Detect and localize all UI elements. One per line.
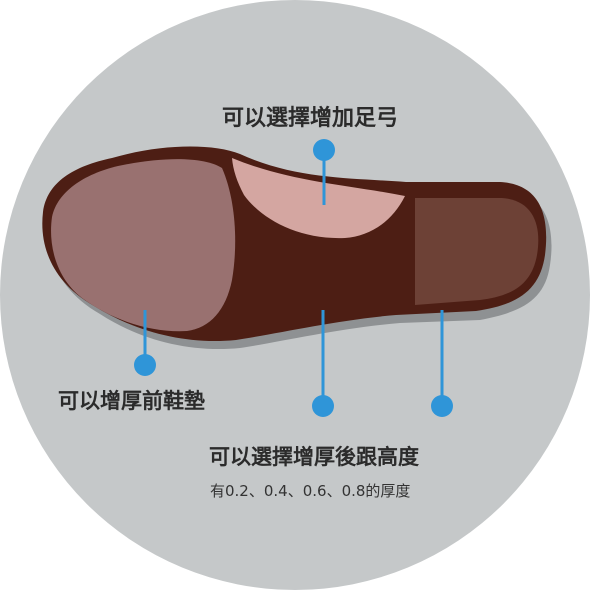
heel-back-callout-dot	[431, 395, 453, 417]
arch-pad	[232, 158, 405, 239]
heel-pad	[415, 198, 539, 305]
forefoot-label: 可以增厚前鞋墊	[58, 389, 205, 413]
arch-label: 可以選擇增加足弓	[222, 106, 399, 131]
heel-thickness-options: 有0.2、0.4、0.6、0.8的厚度	[210, 482, 411, 500]
forefoot-callout-dot	[134, 354, 156, 376]
forefoot-pad	[51, 159, 236, 332]
heel-label: 可以選擇增厚後跟高度	[209, 445, 419, 469]
heel-middle-callout-dot	[312, 395, 334, 417]
arch-callout-dot	[313, 139, 335, 161]
